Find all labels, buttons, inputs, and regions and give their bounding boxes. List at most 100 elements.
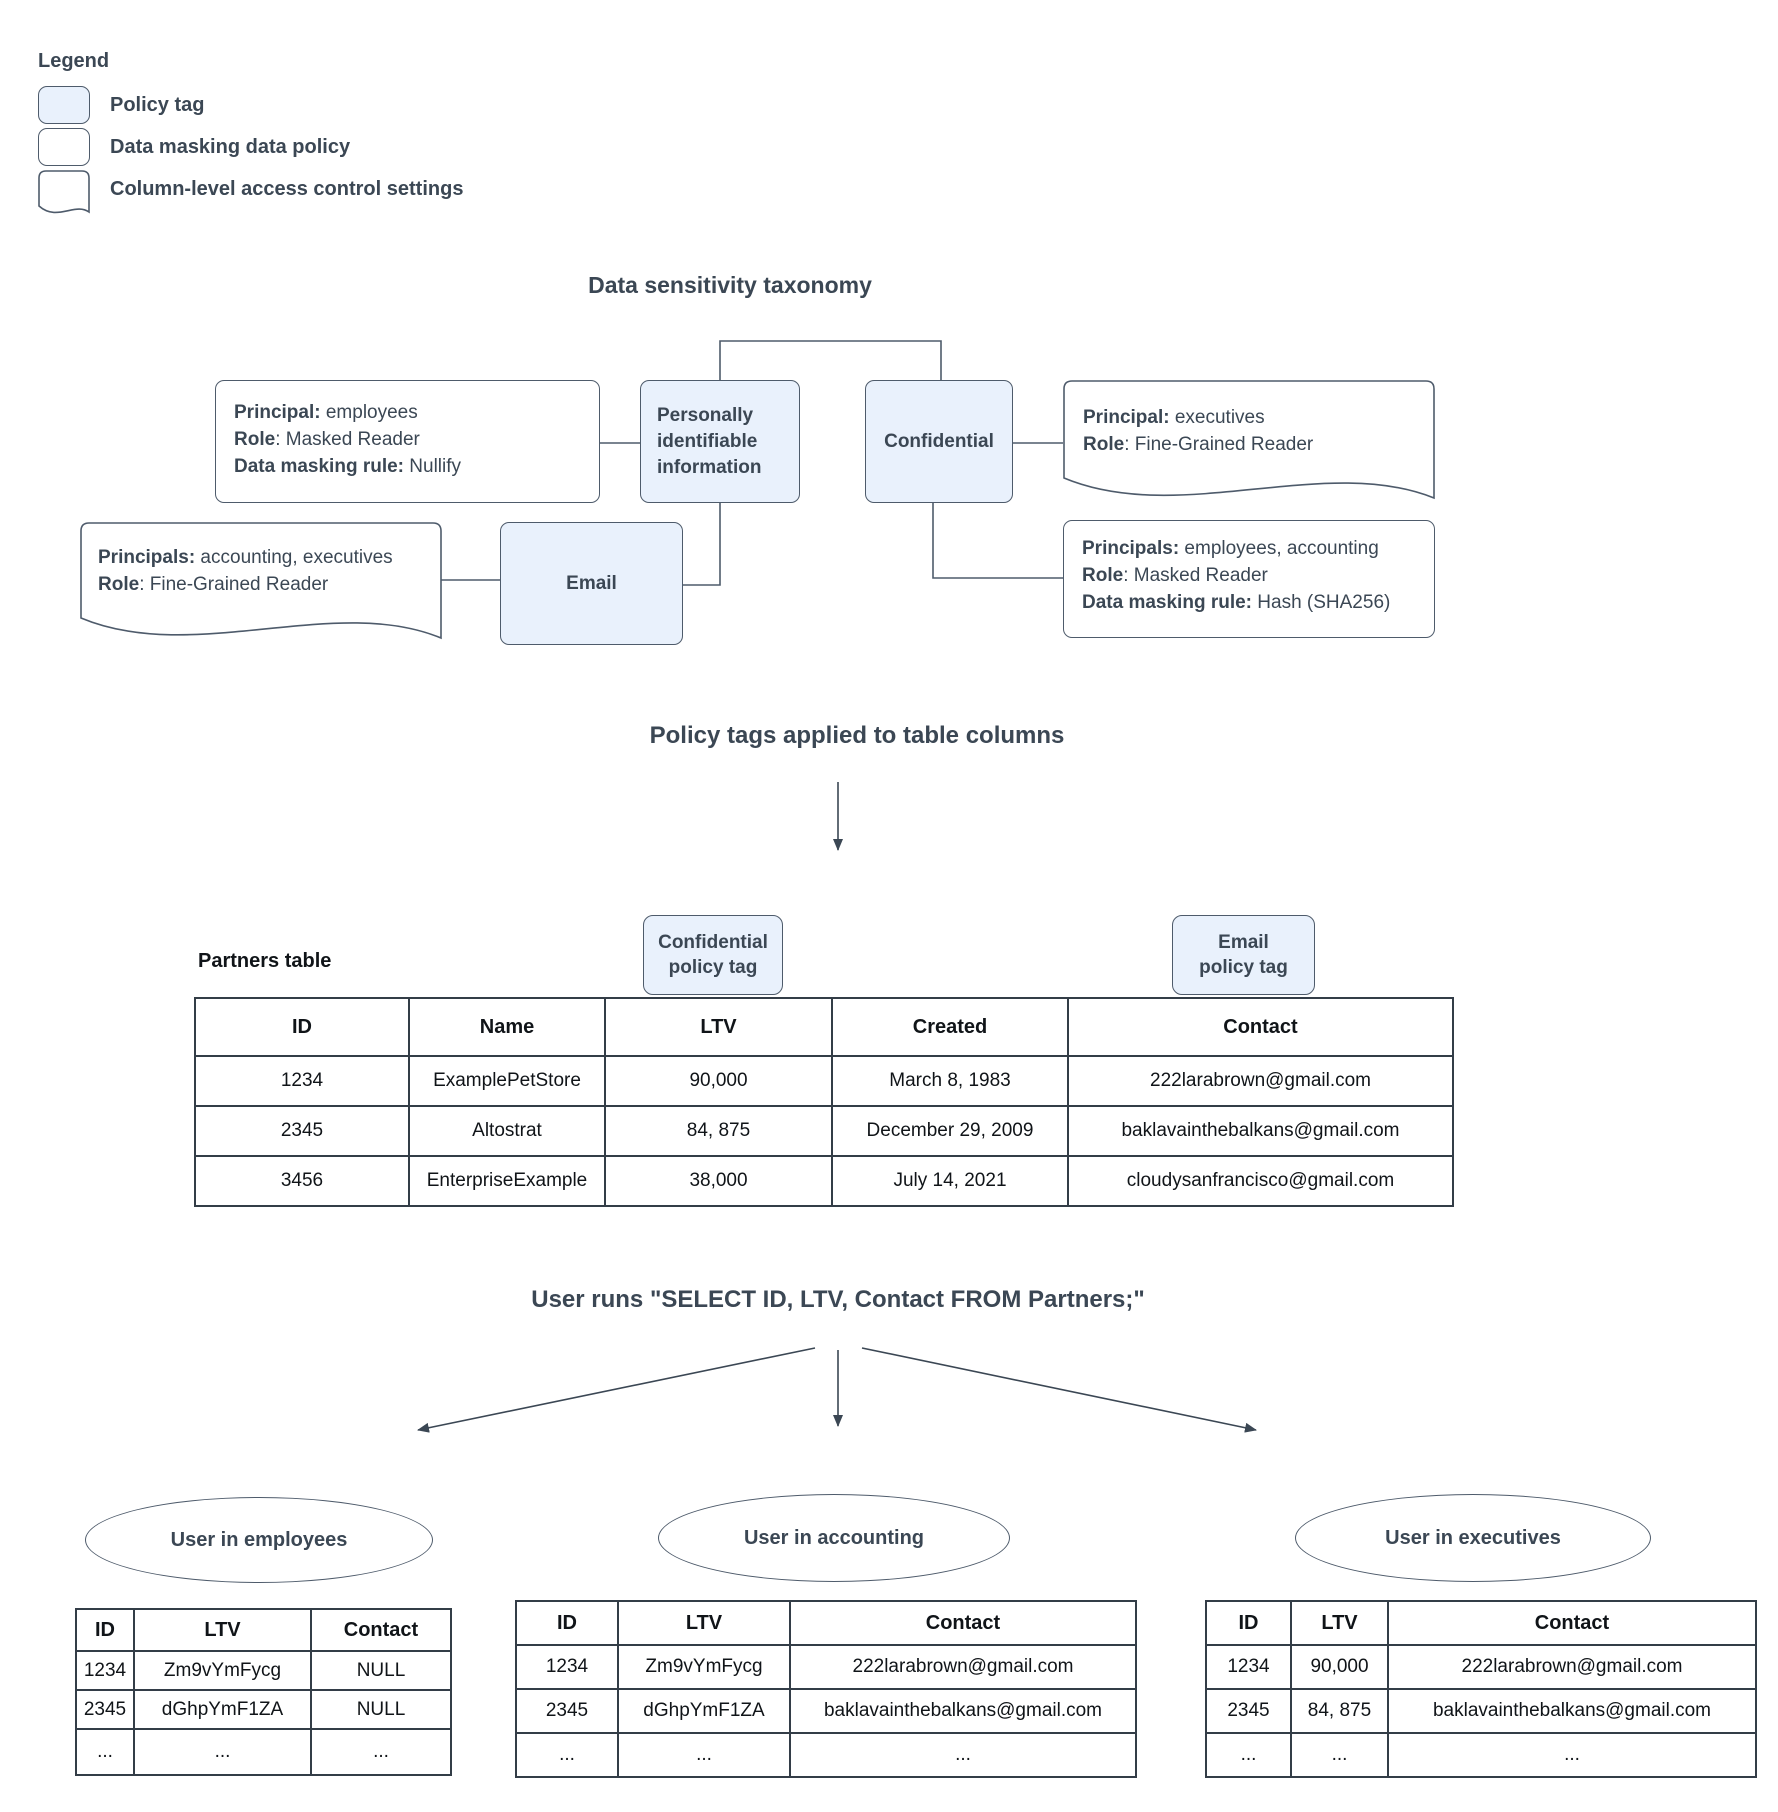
table-cell: ExamplePetStore	[408, 1055, 606, 1107]
table-cell: dGhpYmF1ZA	[133, 1689, 312, 1730]
table-cell: 84, 875	[1290, 1688, 1389, 1734]
legend-swatch-data-masking-policy	[38, 128, 90, 166]
table-cell: 90,000	[1290, 1644, 1389, 1690]
table-cell: July 14, 2021	[831, 1155, 1069, 1207]
table-cell: 84, 875	[604, 1105, 833, 1157]
column-header: Contact	[1387, 1600, 1757, 1646]
email-policy-tag-callout: Email policy tag	[1172, 915, 1315, 995]
confidential-policy-tag-callout: Confidential policy tag	[643, 915, 783, 995]
table-cell: 38,000	[604, 1155, 833, 1207]
column-header: Contact	[310, 1608, 452, 1652]
column-header: LTV	[604, 997, 833, 1057]
policy-tag-node-email: Email	[500, 522, 683, 645]
table-cell: cloudysanfrancisco@gmail.com	[1067, 1155, 1454, 1207]
policy-line: Data masking rule: Hash (SHA256)	[1082, 592, 1391, 613]
applied-title: Policy tags applied to table columns	[649, 722, 1065, 749]
table-cell: ...	[133, 1728, 312, 1776]
policy-line: Principal: employees	[234, 402, 418, 423]
table-row: .........	[75, 1728, 452, 1776]
table-cell: 2345	[75, 1689, 135, 1730]
policy-line: Role: Fine-Grained Reader	[98, 574, 329, 595]
policy-line: Principals: employees, accounting	[1082, 538, 1379, 559]
column-header: Name	[408, 997, 606, 1057]
policy-line: Role: Fine-Grained Reader	[1083, 434, 1314, 455]
table-cell: ...	[75, 1728, 135, 1776]
access-node-executives: Principal: executives Role: Fine-Grained…	[1063, 380, 1435, 502]
oval-user-in-executives: User in executives	[1295, 1494, 1651, 1582]
legend-label-data-masking-policy: Data masking data policy	[110, 136, 351, 158]
query-title: User runs "SELECT ID, LTV, Contact FROM …	[531, 1286, 1145, 1313]
table-cell: ...	[310, 1728, 452, 1776]
legend-swatch-column-access	[38, 170, 90, 216]
column-header: LTV	[1290, 1600, 1389, 1646]
legend-label-policy-tag: Policy tag	[110, 94, 205, 116]
taxonomy-title: Data sensitivity taxonomy	[588, 272, 872, 298]
legend-title: Legend	[38, 50, 110, 72]
document-shape	[80, 522, 442, 640]
table-cell: March 8, 1983	[831, 1055, 1069, 1107]
table-cell: ...	[1290, 1732, 1389, 1778]
table-cell: EnterpriseExample	[408, 1155, 606, 1207]
policy-node-employees-accounting-hash: Principals: employees, accounting Role: …	[1063, 520, 1435, 638]
table-cell: 3456	[194, 1155, 410, 1207]
legend-swatch-policy-tag	[38, 86, 90, 124]
table-cell: NULL	[310, 1689, 452, 1730]
column-header: ID	[75, 1608, 135, 1652]
column-header: ID	[194, 997, 410, 1057]
column-header: Contact	[789, 1600, 1137, 1646]
oval-user-in-accounting: User in accounting	[658, 1494, 1010, 1582]
column-header: ID	[515, 1600, 619, 1646]
column-header: Created	[831, 997, 1069, 1057]
arrow-query-employees	[417, 1347, 816, 1433]
partners-table-label: Partners table	[198, 950, 332, 972]
column-header: ID	[1205, 1600, 1292, 1646]
connector-confidential-empacc	[932, 500, 1063, 579]
table-cell: December 29, 2009	[831, 1105, 1069, 1157]
table-cell: 222larabrown@gmail.com	[1067, 1055, 1454, 1107]
policy-line: Role: Masked Reader	[1082, 565, 1268, 586]
connector-pii-email	[683, 500, 721, 586]
table-cell: baklavainthebalkans@gmail.com	[1387, 1688, 1757, 1734]
column-header: Contact	[1067, 997, 1454, 1057]
policy-tag-node-pii: Personally identifiable information	[640, 380, 800, 503]
policy-tag-node-confidential: Confidential	[865, 380, 1013, 503]
legend-label-column-access: Column-level access control settings	[110, 178, 464, 200]
connector-pii-confidential	[719, 340, 942, 380]
policy-line: Principal: executives	[1083, 407, 1265, 428]
table-row: .........	[1205, 1732, 1757, 1778]
table-cell: 2345	[1205, 1688, 1292, 1734]
table-cell: baklavainthebalkans@gmail.com	[1067, 1105, 1454, 1157]
table-cell: NULL	[310, 1650, 452, 1691]
table-row: .........	[515, 1732, 1137, 1778]
table-cell: Zm9vYmFycg	[133, 1650, 312, 1691]
policy-line: Principals: accounting, executives	[98, 547, 393, 568]
table-cell: 222larabrown@gmail.com	[1387, 1644, 1757, 1690]
access-node-accounting-executives: Principals: accounting, executives Role:…	[80, 522, 442, 642]
table-cell: ...	[789, 1732, 1137, 1778]
table-cell: 2345	[515, 1688, 619, 1734]
arrow-query-executives	[861, 1347, 1257, 1433]
table-cell: ...	[617, 1732, 791, 1778]
document-shape	[1063, 380, 1435, 500]
table-cell: ...	[1387, 1732, 1757, 1778]
policy-line: Data masking rule: Nullify	[234, 456, 462, 477]
table-cell: 2345	[194, 1105, 410, 1157]
